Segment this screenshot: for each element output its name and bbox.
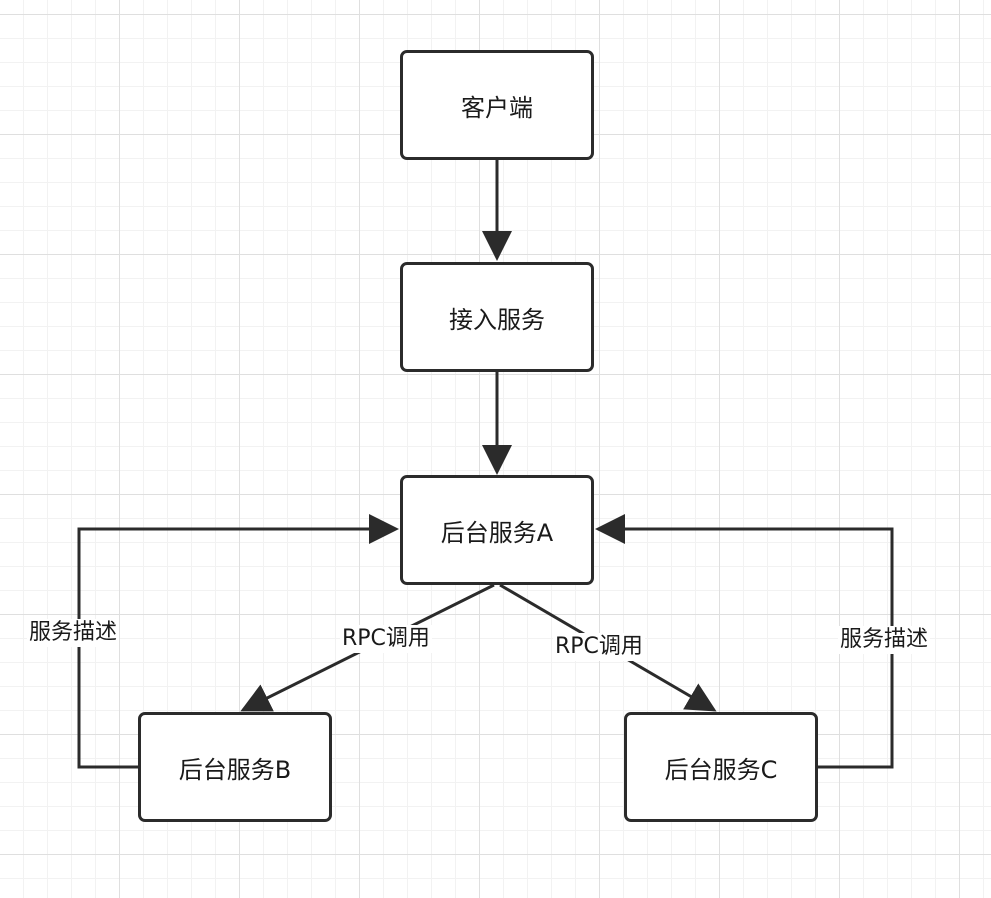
node-service-a-label: 后台服务A xyxy=(440,518,554,547)
node-service-c-label: 后台服务C xyxy=(664,755,778,784)
node-gateway[interactable]: 接入服务 xyxy=(400,262,594,372)
node-client-label: 客户端 xyxy=(461,93,533,122)
edge-label-desc-left: 服务描述 xyxy=(27,619,120,647)
node-service-b-label: 后台服务B xyxy=(178,755,292,784)
node-service-a[interactable]: 后台服务A xyxy=(400,475,594,585)
edge-label-rpc-right: RPC调用 xyxy=(553,633,645,661)
node-service-b[interactable]: 后台服务B xyxy=(138,712,332,822)
node-client[interactable]: 客户端 xyxy=(400,50,594,160)
edge-label-desc-right: 服务描述 xyxy=(838,626,931,654)
arrow-service-b-to-service-a xyxy=(77,514,399,769)
node-gateway-label: 接入服务 xyxy=(449,305,545,334)
node-service-c[interactable]: 后台服务C xyxy=(624,712,818,822)
edge-label-rpc-left: RPC调用 xyxy=(340,625,432,653)
